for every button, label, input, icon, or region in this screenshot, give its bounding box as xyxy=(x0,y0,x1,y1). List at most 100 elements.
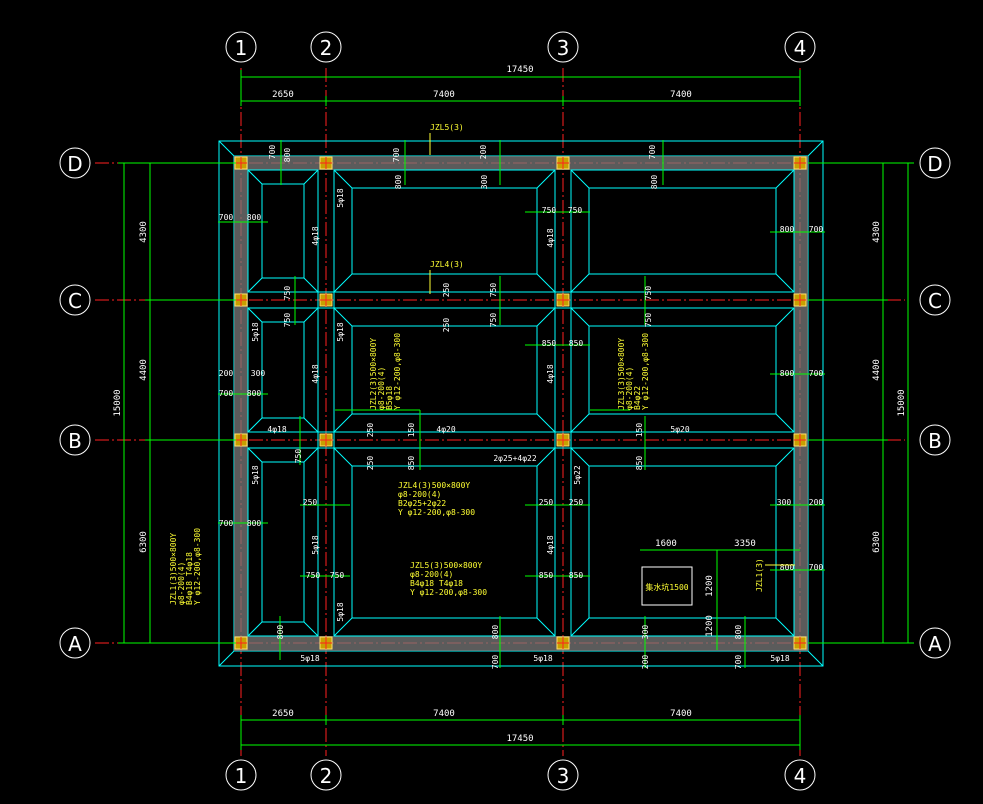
rebar-label-3: 5φ18 xyxy=(251,322,260,341)
small-dim-7: 800 xyxy=(650,175,659,190)
small-dim-3: 800 xyxy=(394,175,403,190)
dim-bottom-span-1: 2650 xyxy=(272,709,294,719)
small-dim-23: 850 xyxy=(569,339,584,348)
slab-panel-4 xyxy=(333,307,556,433)
axis-label-4-top: 4 xyxy=(794,36,807,60)
beam-label-jzl5-line2: φ8-200(4) xyxy=(410,570,453,579)
axis-bubble-2-bottom xyxy=(310,759,342,791)
column-cap xyxy=(556,293,570,307)
beam-label-jzl3-line2: φ8-200(4) xyxy=(625,367,634,410)
beam-label-jzl3-line3: B4φ22 xyxy=(633,386,642,410)
axis-bubbles xyxy=(59,31,951,791)
small-dim-6: 700 xyxy=(648,145,657,160)
axis-label-B-left: B xyxy=(68,429,82,453)
small-dim-11: 750 xyxy=(568,206,583,215)
small-dim-13: 700 xyxy=(809,225,824,234)
small-dim-22: 850 xyxy=(542,339,557,348)
dim-right-span-1: 4300 xyxy=(872,221,882,243)
dim-bottom-span-3: 7400 xyxy=(670,709,692,719)
pit-label: 集水坑1500 xyxy=(645,582,688,592)
axis-bubble-D-right xyxy=(919,147,951,179)
small-dim-27: 800 xyxy=(247,389,262,398)
dim-pit-3350: 3350 xyxy=(734,539,756,549)
beam-labels: JZL5(3) JZL4(3) JZL2(3)500×800Y φ8-200(4… xyxy=(169,123,795,605)
slab-panel-7 xyxy=(570,307,795,433)
axis-label-3-top: 3 xyxy=(557,36,570,60)
axis-bubble-1-top xyxy=(225,31,257,63)
small-dim-30: 250 xyxy=(366,423,375,438)
column-cap xyxy=(319,433,333,447)
beam-label-jzl1-line4: Y φ12-200,φ8-300 xyxy=(193,528,202,605)
small-dim-24: 200 xyxy=(219,369,234,378)
axis-label-4-bottom: 4 xyxy=(794,764,807,788)
column-cap xyxy=(793,433,807,447)
small-dim-39: 250 xyxy=(569,498,584,507)
small-dim-10: 750 xyxy=(542,206,557,215)
small-dim-20: 750 xyxy=(644,286,653,301)
small-dim-17: 750 xyxy=(283,313,292,328)
small-dim-46: 850 xyxy=(539,571,554,580)
axis-label-C-left: C xyxy=(68,289,82,313)
rebar-label-5: 4φ18 xyxy=(311,364,320,383)
column-cap xyxy=(234,293,248,307)
small-dim-1: 800 xyxy=(283,148,292,163)
beam-label-jzl5-line3: B4φ18 T4φ18 xyxy=(410,579,463,588)
small-dim-21: 750 xyxy=(644,313,653,328)
axis-label-A-left: A xyxy=(68,632,82,656)
column-cap xyxy=(556,433,570,447)
dim-pit-1600: 1600 xyxy=(655,539,677,549)
beam-label-jzl3: JZL3(3)500×800Y φ8-200(4) B4φ22 Y φ12-20… xyxy=(617,333,650,410)
beam-label-jzl4-mid: JZL4(3) xyxy=(430,260,464,269)
small-dim-43: 800 xyxy=(247,519,262,528)
column-cap xyxy=(234,433,248,447)
small-dim-5: 300 xyxy=(480,175,489,190)
dim-top-span-1: 2650 xyxy=(272,90,294,100)
axis-bubble-B-right xyxy=(919,424,951,456)
small-dim-38: 250 xyxy=(539,498,554,507)
rebar-label-18: 5φ18 xyxy=(770,654,789,663)
beam-label-jzl5: JZL5(3)500×800Y φ8-200(4) B4φ18 T4φ18 Y … xyxy=(410,561,487,597)
small-dim-40: 300 xyxy=(777,498,792,507)
small-dim-26: 700 xyxy=(219,389,234,398)
small-dim-49: 700 xyxy=(809,563,824,572)
beam-label-jzl5-line4: Y φ12-200,φ8-300 xyxy=(410,588,487,597)
axis-label-1-bottom: 1 xyxy=(235,764,248,788)
rebar-label-15: 5φ18 xyxy=(336,602,345,621)
small-dim-41: 200 xyxy=(809,498,824,507)
slab-panel-6 xyxy=(570,169,795,293)
beam-label-jzl4-line2: φ8-200(4) xyxy=(398,490,441,499)
beam-label-jzl1-short: JZL1(3) xyxy=(755,558,764,592)
small-dim-44: 750 xyxy=(306,571,321,580)
beam-label-jzl4-line4: Y φ12-200,φ8-300 xyxy=(398,508,475,517)
slab-panel-2 xyxy=(247,447,319,637)
column-cap xyxy=(556,636,570,650)
beam-label-jzl1-line1: JZL1(3)500×800Y xyxy=(169,533,178,605)
column-cap xyxy=(234,636,248,650)
column-cap xyxy=(793,156,807,170)
small-dim-35: 850 xyxy=(407,456,416,471)
axis-bubble-A-left xyxy=(59,627,91,659)
beam-label-jzl3-line4: Y φ12-200,φ8-300 xyxy=(641,333,650,410)
axis-bubble-2-top xyxy=(310,31,342,63)
axis-bubble-C-left xyxy=(59,284,91,316)
axis-label-C-right: C xyxy=(928,289,942,313)
column-cap xyxy=(556,156,570,170)
small-dim-54: 700 xyxy=(491,655,500,670)
small-dim-19: 750 xyxy=(489,313,498,328)
rebar-label-13: 5φ18 xyxy=(311,535,320,554)
rebar-label-11: 5φ18 xyxy=(251,465,260,484)
dim-pit-1200-a: 1200 xyxy=(705,575,715,597)
small-dim-28: 800 xyxy=(780,369,795,378)
beam-label-jzl5-top: JZL5(3) xyxy=(430,123,464,132)
column-caps xyxy=(234,156,807,650)
column-cap xyxy=(319,636,333,650)
small-dim-29: 700 xyxy=(809,369,824,378)
slab-panel-8 xyxy=(570,447,795,637)
column-cap xyxy=(793,293,807,307)
dim-bottom-span-2: 7400 xyxy=(433,709,455,719)
axis-bubble-3-bottom xyxy=(547,759,579,791)
beam-label-jzl1-line3: B4φ18 T4φ18 xyxy=(185,552,194,605)
beam-label-jzl2-line1: JZL2(3)500×800Y xyxy=(369,338,378,410)
column-cap xyxy=(319,293,333,307)
